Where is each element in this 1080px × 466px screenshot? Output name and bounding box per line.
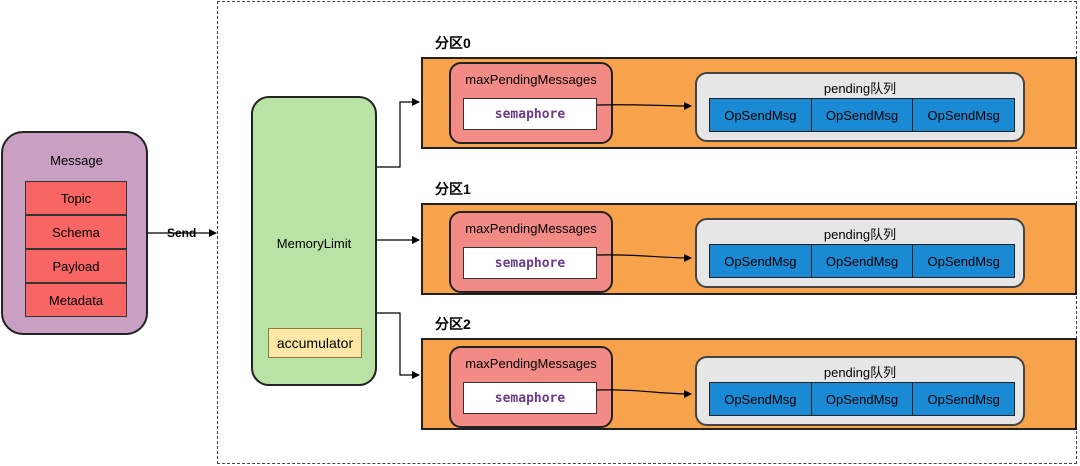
message-field-metadata: Metadata	[25, 283, 127, 317]
op-send-msg: OpSendMsg	[913, 244, 1016, 278]
partition-1-title: 分区1	[435, 181, 471, 197]
partition-0-title: 分区0	[435, 35, 471, 51]
partition-0-pending-queue: pending队列 OpSendMsg OpSendMsg OpSendMsg	[695, 72, 1025, 142]
partition-2: maxPendingMessages semaphore pending队列 O…	[421, 338, 1077, 430]
op-send-msg-queue: OpSendMsg OpSendMsg OpSendMsg	[709, 382, 1016, 416]
semaphore-to-pending-0-arrow	[596, 101, 692, 110]
partition-2-max-pending: maxPendingMessages semaphore	[449, 346, 613, 428]
op-send-msg-queue: OpSendMsg OpSendMsg OpSendMsg	[709, 244, 1016, 278]
semaphore-to-pending-2-arrow	[596, 389, 692, 398]
op-send-msg: OpSendMsg	[913, 98, 1016, 132]
max-pending-label: maxPendingMessages	[465, 221, 597, 236]
op-send-msg: OpSendMsg	[811, 382, 914, 416]
semaphore-box: semaphore	[463, 382, 597, 414]
op-send-msg: OpSendMsg	[811, 98, 914, 132]
partition-1-max-pending: maxPendingMessages semaphore	[449, 211, 613, 293]
op-send-msg-queue: OpSendMsg OpSendMsg OpSendMsg	[709, 98, 1016, 132]
message-field-payload: Payload	[25, 249, 127, 283]
message-title: Message	[50, 153, 103, 168]
partition-0-max-pending: maxPendingMessages semaphore	[449, 62, 613, 144]
op-send-msg: OpSendMsg	[913, 382, 1016, 416]
accumulator-box: accumulator	[268, 328, 362, 358]
op-send-msg: OpSendMsg	[709, 244, 812, 278]
semaphore-box: semaphore	[463, 247, 597, 279]
op-send-msg: OpSendMsg	[709, 98, 812, 132]
pending-queue-label: pending队列	[823, 227, 897, 242]
partition-2-title: 分区2	[435, 316, 471, 332]
partition-0: maxPendingMessages semaphore pending队列 O…	[421, 57, 1077, 149]
op-send-msg: OpSendMsg	[709, 382, 812, 416]
semaphore-to-pending-1-arrow	[596, 253, 692, 262]
partition-1: maxPendingMessages semaphore pending队列 O…	[421, 203, 1077, 295]
pending-queue-label: pending队列	[823, 81, 897, 96]
partition-1-pending-queue: pending队列 OpSendMsg OpSendMsg OpSendMsg	[695, 218, 1025, 288]
pending-queue-label: pending队列	[823, 365, 897, 380]
message-field-topic: Topic	[25, 181, 127, 215]
max-pending-label: maxPendingMessages	[465, 356, 597, 371]
op-send-msg: OpSendMsg	[811, 244, 914, 278]
memory-limit-label: MemoryLimit	[276, 236, 352, 251]
memory-limit-block: MemoryLimit accumulator	[251, 96, 377, 386]
semaphore-box: semaphore	[463, 98, 597, 130]
max-pending-label: maxPendingMessages	[465, 72, 597, 87]
partition-2-pending-queue: pending队列 OpSendMsg OpSendMsg OpSendMsg	[695, 356, 1025, 426]
memory-to-partition-0-arrow	[377, 98, 420, 168]
memory-to-partition-2-arrow	[377, 312, 420, 379]
message-block: Message Topic Schema Payload Metadata	[1, 131, 148, 335]
message-field-schema: Schema	[25, 215, 127, 249]
